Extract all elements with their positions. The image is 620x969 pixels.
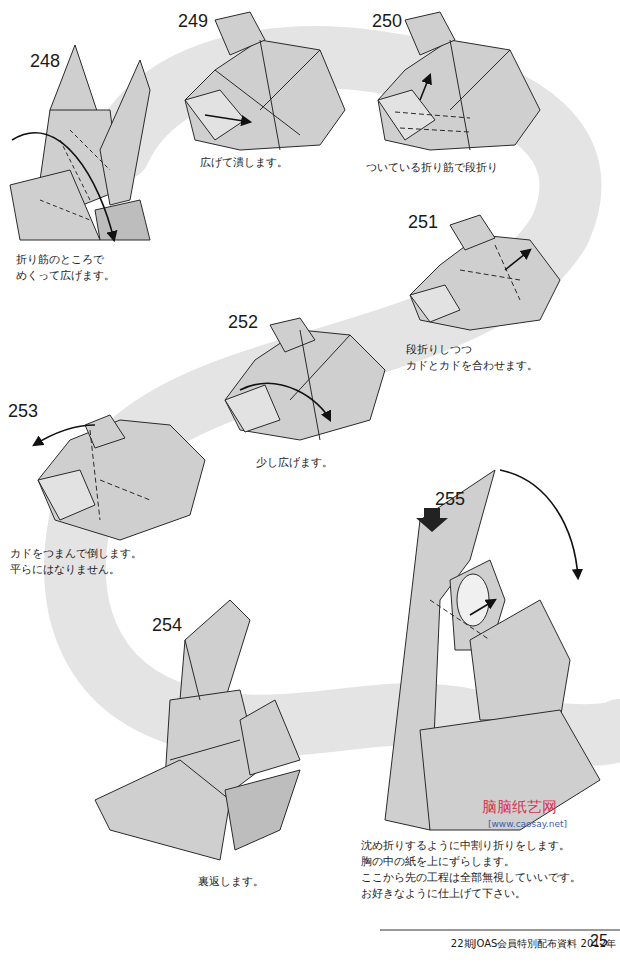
push-arrow xyxy=(416,508,448,532)
instruction-text: カドをつまんで倒します。 平らにはなりません。 xyxy=(10,546,160,578)
instruction-text: 少し広げます。 xyxy=(256,455,333,471)
step-252-figure xyxy=(225,318,385,440)
step-249-figure xyxy=(185,12,345,150)
step-number: 252 xyxy=(228,313,258,331)
step-number: 254 xyxy=(152,616,182,634)
step-251-figure xyxy=(410,215,560,330)
background-band xyxy=(75,57,620,735)
step-number: 255 xyxy=(435,490,465,508)
watermark: 脑脑纸艺网 xyxy=(482,797,557,819)
instruction-text: 広げて潰します。 xyxy=(200,155,288,171)
watermark-url: [www.caosay.net] xyxy=(488,818,567,831)
footer-rule xyxy=(380,930,620,931)
step-250-figure xyxy=(378,12,540,150)
step-255-figure xyxy=(385,470,600,830)
step-number: 248 xyxy=(30,52,60,70)
step-number: 250 xyxy=(372,12,402,30)
instruction-text: 裏返します。 xyxy=(198,874,264,890)
instruction-text: 段折りしつつ カドとカドを合わせます。 xyxy=(406,342,556,374)
page-number: 25 xyxy=(590,933,608,949)
step-253-figure xyxy=(38,415,205,540)
step-number: 253 xyxy=(8,402,38,420)
fold-arrows xyxy=(12,75,578,615)
instruction-text: 折り筋のところで めくって広げます。 xyxy=(16,252,124,284)
step-248-figure xyxy=(10,45,150,240)
step-254-figure xyxy=(95,600,300,860)
step-number: 249 xyxy=(178,12,208,30)
step-number: 251 xyxy=(408,213,438,231)
instruction-text: ついている折り筋で段折り xyxy=(366,160,498,176)
instruction-text: 沈め折りするように中割り折りをします。 胸の中の紙を上にずらします。 ここから先… xyxy=(361,838,616,902)
